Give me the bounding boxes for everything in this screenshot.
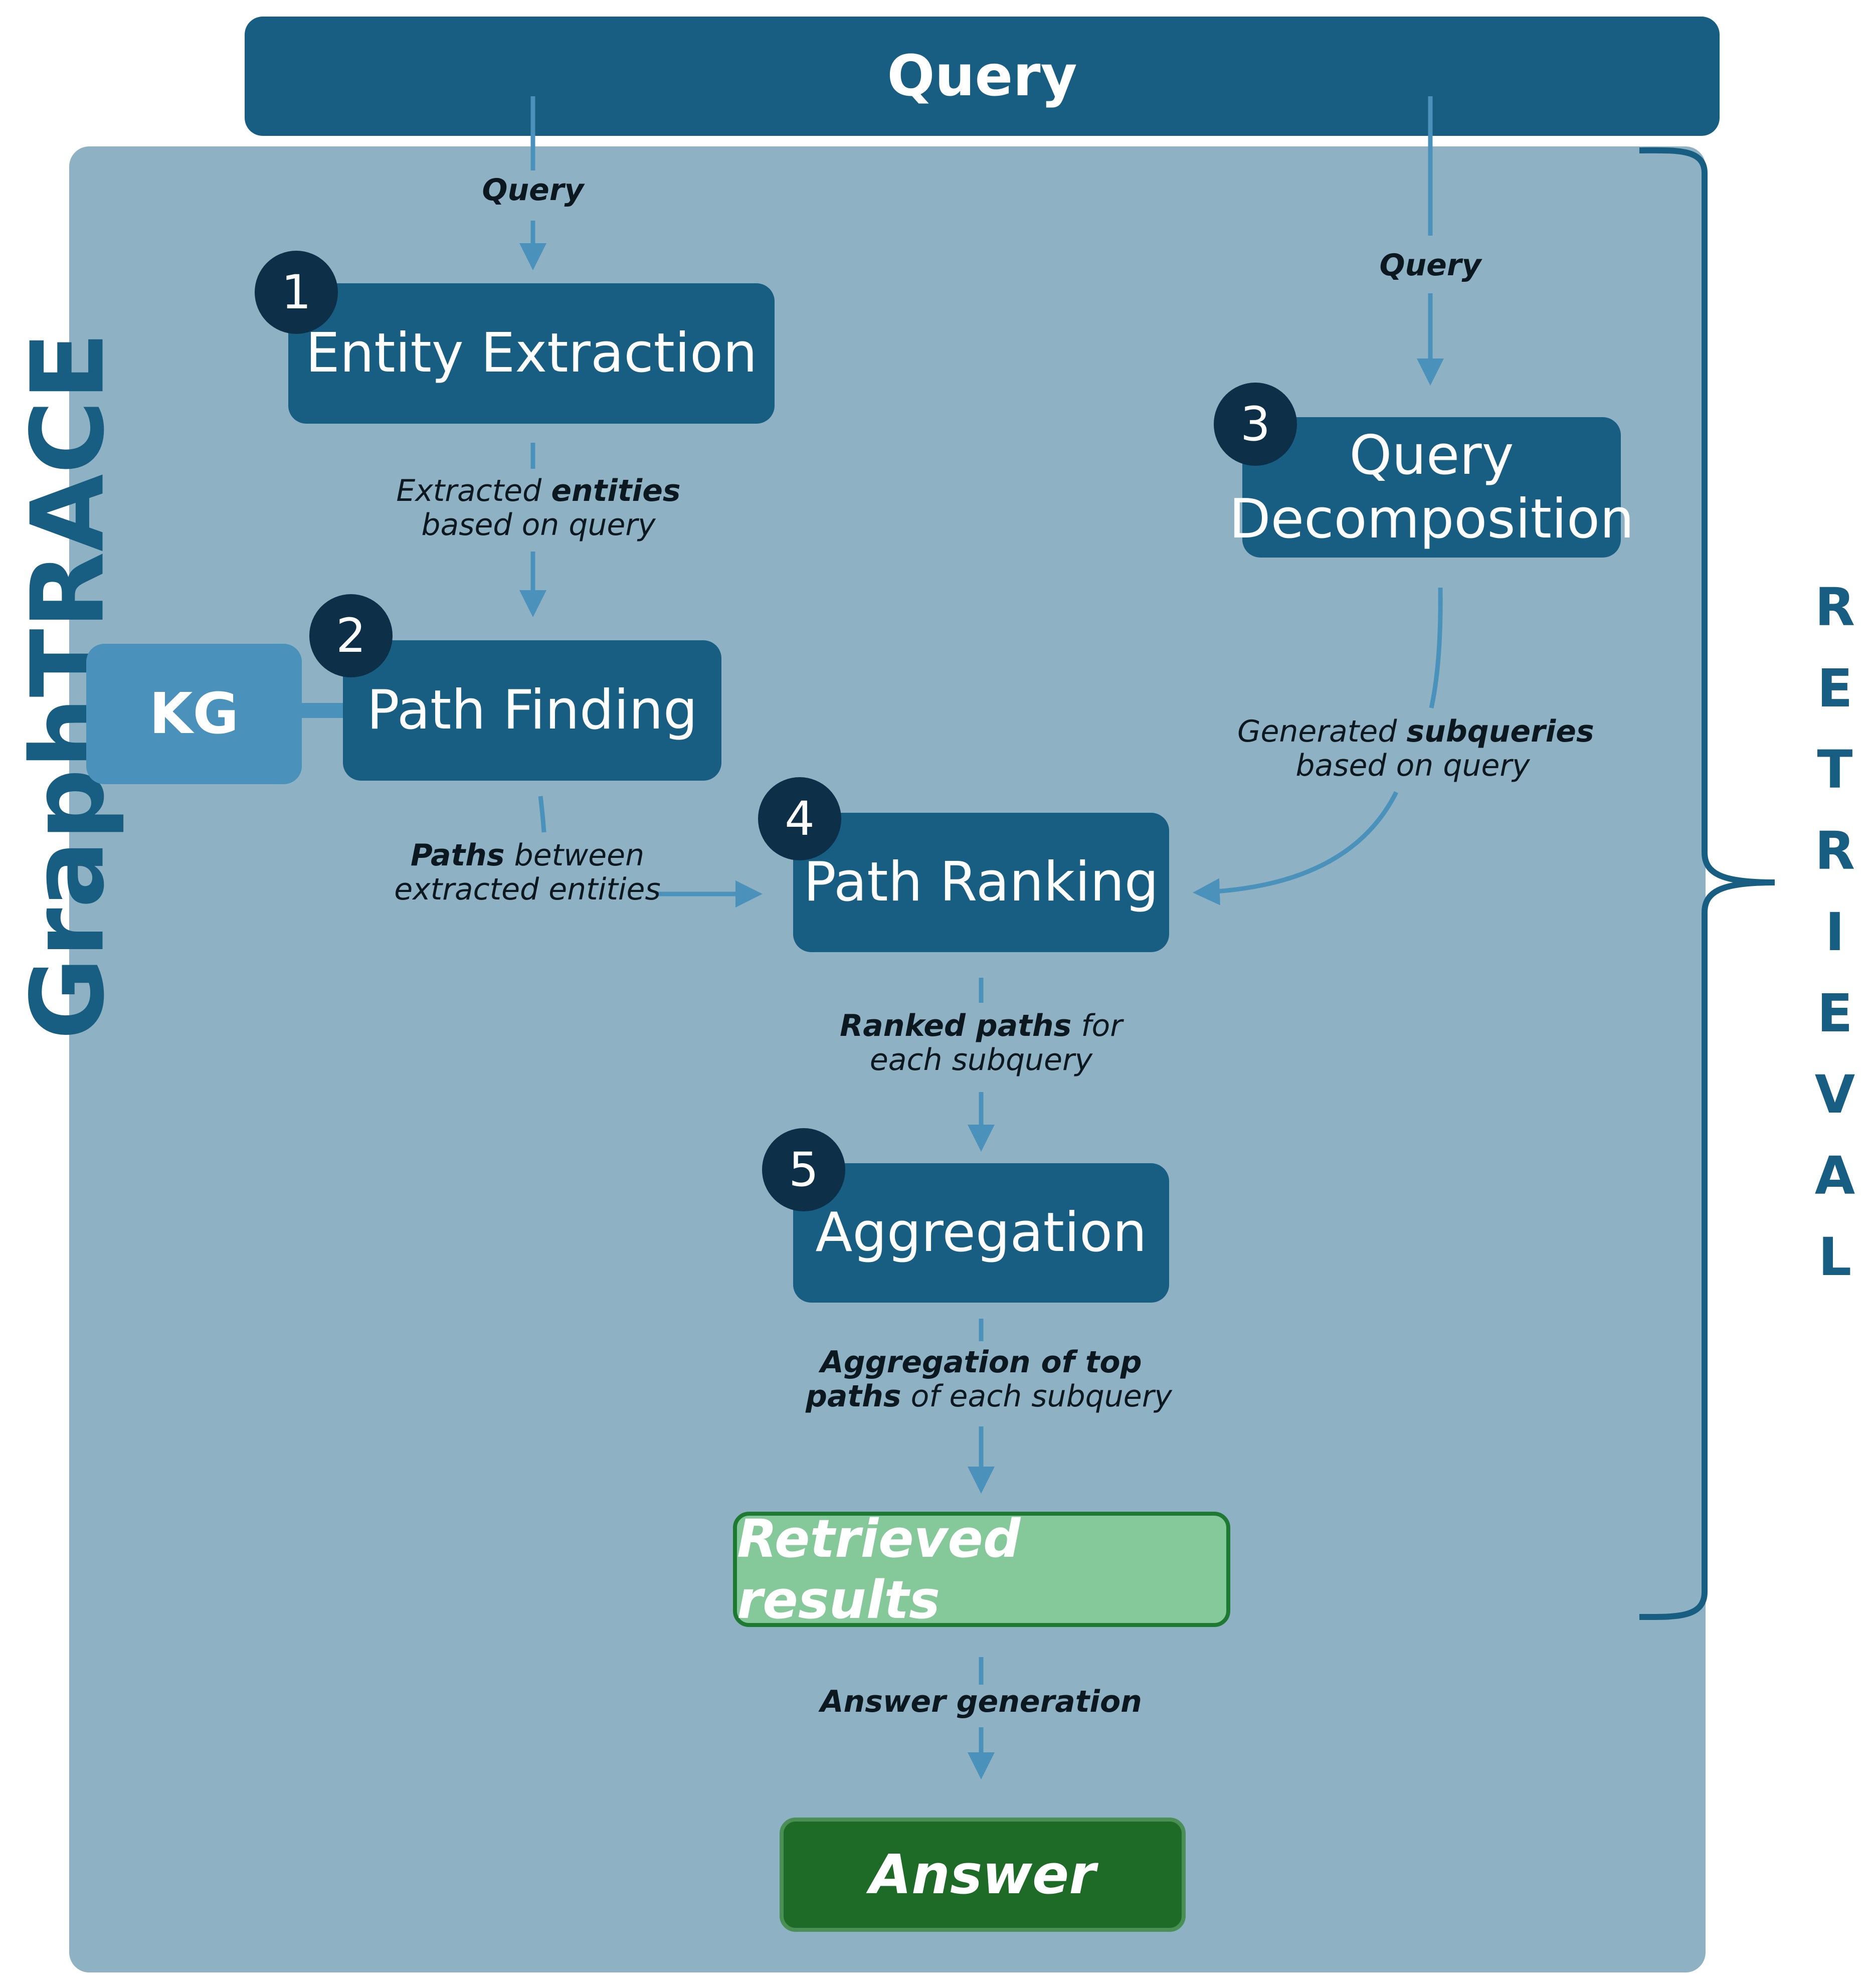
badge-4: 4	[758, 777, 841, 860]
label-paths-bold: Paths	[410, 838, 505, 873]
label-for-text: for	[1071, 1008, 1122, 1043]
entity-extraction-label: Entity Extraction	[305, 322, 758, 385]
query-decomposition-label-2: Decomposition	[1229, 488, 1634, 551]
retrieval-letter-v: V	[1814, 1064, 1855, 1125]
top-query-bar: Query	[245, 17, 1720, 136]
badge-2: 2	[309, 594, 393, 677]
label-query-to-decomposition-text: Query	[1379, 248, 1481, 283]
label-extraction-to-finding: Extracted entities based on query	[388, 474, 689, 543]
label-aggregation-to-results: Aggregation of top paths of each subquer…	[806, 1345, 1172, 1414]
label-subqueries-bold: subqueries	[1406, 714, 1594, 749]
badge-1: 1	[255, 251, 338, 334]
label-of-each-subquery: of each subquery	[901, 1379, 1172, 1414]
edge-finding-ranking-1	[538, 796, 546, 833]
node-retrieved-results: Retrieved results	[733, 1508, 1230, 1631]
edge-decomposition-ranking-2	[1193, 791, 1399, 906]
answer-label: Answer	[869, 1843, 1096, 1906]
label-answer-generation-text: Answer generation	[820, 1684, 1142, 1719]
label-query-to-extraction: Query	[433, 173, 633, 207]
retrieval-letter-e: E	[1817, 658, 1853, 719]
badge-3: 3	[1214, 383, 1297, 466]
label-generated-text: Generated	[1237, 714, 1407, 749]
label-based-on-query-2: based on query	[1295, 748, 1530, 784]
label-query-to-decomposition: Query	[1330, 248, 1531, 282]
node-query-decomposition: Query Decomposition	[1229, 417, 1634, 558]
label-finding-to-ranking: Paths between extracted entities	[377, 838, 678, 907]
label-ranked-paths-bold: Ranked paths	[840, 1008, 1072, 1043]
retrieved-results-label: Retrieved results	[737, 1508, 1021, 1631]
label-extracted-text: Extracted	[396, 473, 551, 508]
badge-3-number: 3	[1240, 397, 1270, 452]
aggregation-label: Aggregation	[815, 1201, 1147, 1264]
label-decomposition-to-ranking: Generated subqueries based on query	[1237, 714, 1594, 784]
node-kg: KG	[86, 644, 302, 784]
label-based-on-query-1: based on query	[421, 507, 656, 543]
node-path-ranking: Path Ranking	[793, 813, 1169, 952]
retrieval-letter-r: R	[1814, 577, 1855, 638]
kg-label: KG	[149, 681, 239, 747]
badge-2-number: 2	[336, 608, 366, 663]
node-answer: Answer	[780, 1818, 1186, 1932]
badge-1-number: 1	[281, 265, 311, 320]
node-aggregation: Aggregation	[793, 1163, 1169, 1303]
badge-5: 5	[762, 1128, 845, 1211]
badge-4-number: 4	[785, 791, 815, 846]
badge-5-number: 5	[789, 1142, 819, 1197]
top-query-label: Query	[887, 44, 1077, 109]
label-ranking-to-aggregation: Ranked paths for each subquery	[831, 1009, 1132, 1077]
label-paths-bold-2: paths	[806, 1379, 901, 1414]
edge-decomposition-ranking-1	[1429, 587, 1443, 708]
label-query-to-extraction-text: Query	[482, 172, 584, 208]
node-entity-extraction: Entity Extraction	[288, 283, 775, 424]
label-each-subquery: each subquery	[869, 1042, 1093, 1078]
query-decomposition-label-1: Query	[1349, 424, 1514, 487]
path-finding-label: Path Finding	[366, 679, 698, 742]
retrieval-bracket	[1639, 147, 1775, 1620]
label-results-to-answer: Answer generation	[806, 1685, 1157, 1719]
retrieval-letter-r: R	[1814, 820, 1855, 881]
retrieval-letter-e: E	[1817, 983, 1853, 1044]
label-entities-bold: entities	[551, 473, 681, 508]
retrieval-letter-l: L	[1818, 1226, 1852, 1288]
node-path-finding: Path Finding	[343, 640, 721, 781]
label-between-text: between	[504, 838, 645, 873]
retrieval-letter-t: T	[1817, 739, 1853, 800]
label-extracted-entities: extracted entities	[394, 872, 661, 908]
retrieval-letter-a: A	[1814, 1145, 1855, 1206]
label-aggregation-of-top-bold: Aggregation of top	[820, 1345, 1142, 1380]
path-ranking-label: Path Ranking	[803, 851, 1159, 914]
retrieval-letter-i: I	[1825, 901, 1845, 963]
